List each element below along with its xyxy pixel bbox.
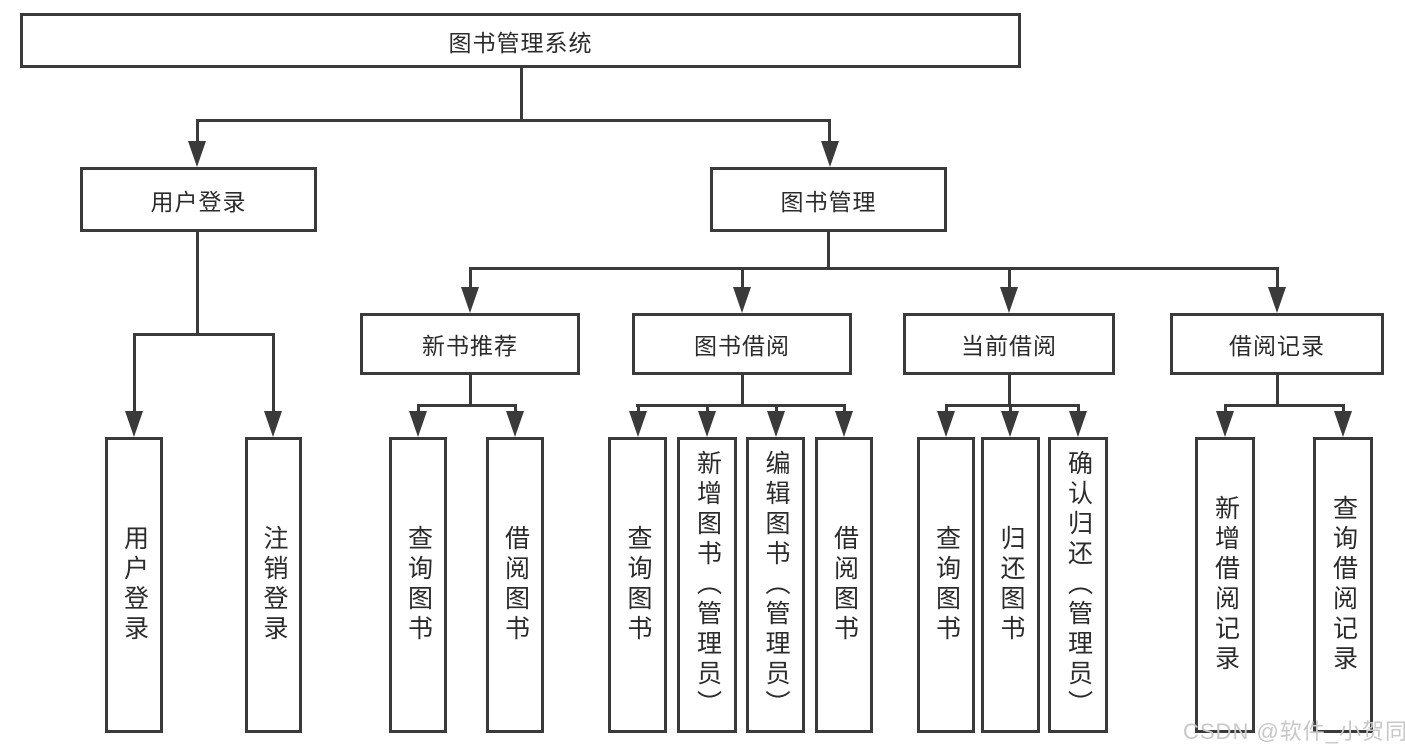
connector-line [636,404,846,407]
connector-line [741,270,744,290]
connector-line [827,232,830,270]
leaf-add-borrow-record: 新增借阅记录 [1195,437,1255,733]
node-user-login: 用户登录 [80,167,317,232]
node-library-management-system: 图书管理系统 [20,13,1021,68]
connector-line [469,267,1279,270]
arrowhead [835,411,853,437]
leaf-user-login: 用户登录 [105,437,163,733]
node-borrowing-records: 借阅记录 [1170,313,1384,375]
arrowhead [821,141,839,167]
arrowhead [1000,287,1018,313]
connector-line [272,336,275,416]
leaf-return-books: 归还图书 [981,437,1040,733]
leaf-add-books-admin: 新增图书（管理员） [677,437,737,733]
leaf-edit-books-admin: 编辑图书（管理员） [746,437,805,733]
connector-line [196,122,199,146]
leaf-confirm-return-admin: 确认归还（管理员） [1048,437,1108,733]
connector-line [417,404,517,407]
connector-line [133,333,275,336]
arrowhead [1216,411,1234,437]
arrowhead [733,287,751,313]
leaf-query-books-recommend: 查询图书 [389,437,447,733]
arrowhead [461,287,479,313]
arrowhead [409,411,427,437]
connector-line [133,336,136,416]
leaf-query-books-current: 查询图书 [917,437,975,733]
connector-line [520,68,523,122]
connector-line [1224,404,1345,407]
connector-line [196,232,199,336]
connector-line [945,404,1080,407]
arrowhead [629,411,647,437]
arrowhead [188,141,206,167]
node-new-book-recommend: 新书推荐 [360,313,580,375]
leaf-borrow-books-borrowing: 借阅图书 [815,437,873,733]
connector-line [1276,270,1279,290]
arrowhead [264,411,282,437]
leaf-query-books-borrowing: 查询图书 [608,437,667,733]
node-book-borrowing: 图书借阅 [632,313,852,375]
leaf-borrow-books-recommend: 借阅图书 [486,437,544,733]
watermark: CSDN @软件_小贺同学 [1183,719,1405,744]
connector-line [1008,375,1011,407]
arrowhead [1001,411,1019,437]
leaf-logout-login: 注销登录 [245,437,302,733]
arrowhead [1334,411,1352,437]
arrowhead [1268,287,1286,313]
connector-line [741,375,744,407]
connector-line [469,375,472,407]
arrowhead [1069,411,1087,437]
connector-line [828,122,831,146]
leaf-query-borrow-record: 查询借阅记录 [1313,437,1373,733]
node-book-management: 图书管理 [710,167,947,232]
connector-line [1276,375,1279,407]
arrowhead [125,411,143,437]
connector-line [1008,270,1011,290]
connector-line [196,119,831,122]
arrowhead [937,411,955,437]
arrowhead [698,411,716,437]
arrowhead [767,411,785,437]
connector-line [469,270,472,290]
node-current-borrowing: 当前借阅 [903,313,1115,375]
arrowhead [506,411,524,437]
